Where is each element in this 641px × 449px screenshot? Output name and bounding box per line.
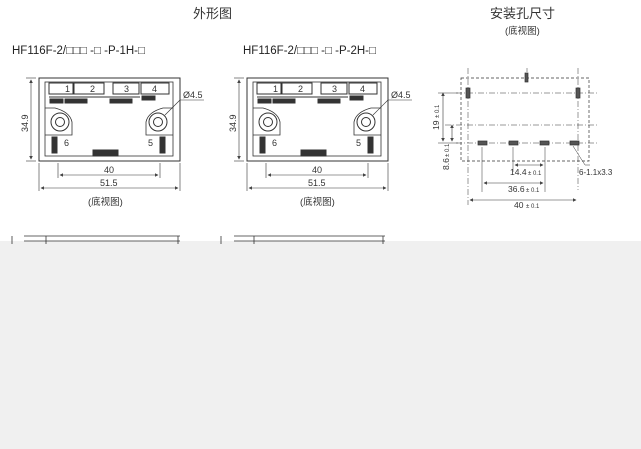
mount-slot-2	[575, 87, 581, 99]
slot-right-1	[257, 98, 272, 104]
slot-left-3	[109, 98, 133, 104]
slot-left-4	[141, 95, 156, 101]
outline-title: 外形图	[193, 6, 233, 21]
pin-label-5-left: 5	[148, 138, 153, 148]
side-view-left-partial	[11, 235, 180, 244]
pin-label-1-right: 1	[273, 84, 278, 94]
terminal-4-left	[140, 82, 170, 95]
pin-label-6-left: 6	[64, 138, 69, 148]
mount-slot-4	[477, 140, 488, 146]
mount-slot-7	[569, 140, 580, 146]
terminal-2-left	[73, 82, 105, 95]
pin-label-5-right: 5	[356, 138, 361, 148]
mount-dim-40: 40	[514, 200, 524, 210]
mount-dim-14-4: 14.4	[510, 167, 527, 177]
pin-label-3-left: 3	[124, 84, 129, 94]
pin-label-6-right: 6	[272, 138, 277, 148]
mount-slot-spec: 6-1.1x3.3	[579, 168, 613, 177]
pin-6-right	[259, 136, 266, 154]
slot-left-2	[64, 98, 88, 104]
mount-slot-6	[539, 140, 550, 146]
width-right: 51.5	[308, 178, 326, 188]
mount-dim-40-tol: ± 0.1	[526, 204, 540, 210]
pin-label-2-left: 2	[90, 84, 95, 94]
slot-right-2	[272, 98, 296, 104]
pin-label-4-right: 4	[360, 84, 365, 94]
mount-dim-8-6-tol: ± 0.1	[445, 143, 451, 157]
hole-left-b	[148, 112, 168, 132]
mount-dim-19: 19	[431, 120, 441, 130]
height-left: 34.9	[20, 114, 30, 132]
side-view-right-partial	[220, 235, 385, 244]
caption-right: (底视图)	[300, 197, 335, 208]
mount-dim-14-4-tol: ± 0.1	[528, 171, 542, 177]
pin-label-4-left: 4	[152, 84, 157, 94]
mount-slot-5	[508, 140, 519, 146]
pin-label-1-left: 1	[65, 84, 70, 94]
terminal-4-right	[348, 82, 378, 95]
hole-dia-right: Ø4.5	[391, 90, 411, 100]
pitch-right: 40	[312, 165, 322, 175]
width-left: 51.5	[100, 178, 118, 188]
mount-slot-1	[465, 87, 471, 99]
terminal-2-right	[281, 82, 313, 95]
pitch-left: 40	[104, 165, 114, 175]
mounting-title: 安装孔尺寸	[490, 6, 556, 21]
model-right: HF116F-2/□□□ -□ -P-2H-□	[243, 45, 376, 57]
pin-label-3-right: 3	[332, 84, 337, 94]
mount-dim-8-6: 8.6	[441, 158, 451, 170]
slot-right-3	[317, 98, 341, 104]
lower-blank-area	[0, 241, 641, 449]
hole-right-a	[258, 112, 278, 132]
center-tab-left	[92, 149, 119, 157]
model-left: HF116F-2/□□□ -□ -P-1H-□	[12, 45, 145, 57]
mount-outline	[460, 77, 590, 162]
relay-left-body	[38, 77, 181, 162]
mounting-layout	[438, 68, 597, 205]
relay-right-body	[246, 77, 389, 162]
terminal-1-left	[48, 82, 74, 95]
pin-label-2-right: 2	[298, 84, 303, 94]
caption-left: (底视图)	[88, 197, 123, 208]
relay-left	[26, 77, 204, 191]
hole-dia-left: Ø4.5	[183, 90, 203, 100]
pin-5-left	[159, 136, 166, 154]
height-right: 34.9	[228, 114, 238, 132]
mount-dim-36-6-tol: ± 0.1	[526, 188, 540, 194]
hole-right-b	[356, 112, 376, 132]
center-tab-right	[300, 149, 327, 157]
mount-dim-36-6: 36.6	[508, 184, 525, 194]
terminal-1-right	[256, 82, 282, 95]
pin-5-right	[367, 136, 374, 154]
pin-6-left	[51, 136, 58, 154]
mount-slot-3	[524, 72, 529, 83]
mounting-view-note: (底视图)	[505, 26, 540, 37]
slot-left-1	[49, 98, 64, 104]
hole-left-a	[50, 112, 70, 132]
slot-right-4	[349, 95, 364, 101]
mount-dim-19-tol: ± 0.1	[435, 104, 441, 118]
terminal-3-right	[320, 82, 348, 95]
terminal-3-left	[112, 82, 140, 95]
relay-right	[234, 77, 412, 191]
